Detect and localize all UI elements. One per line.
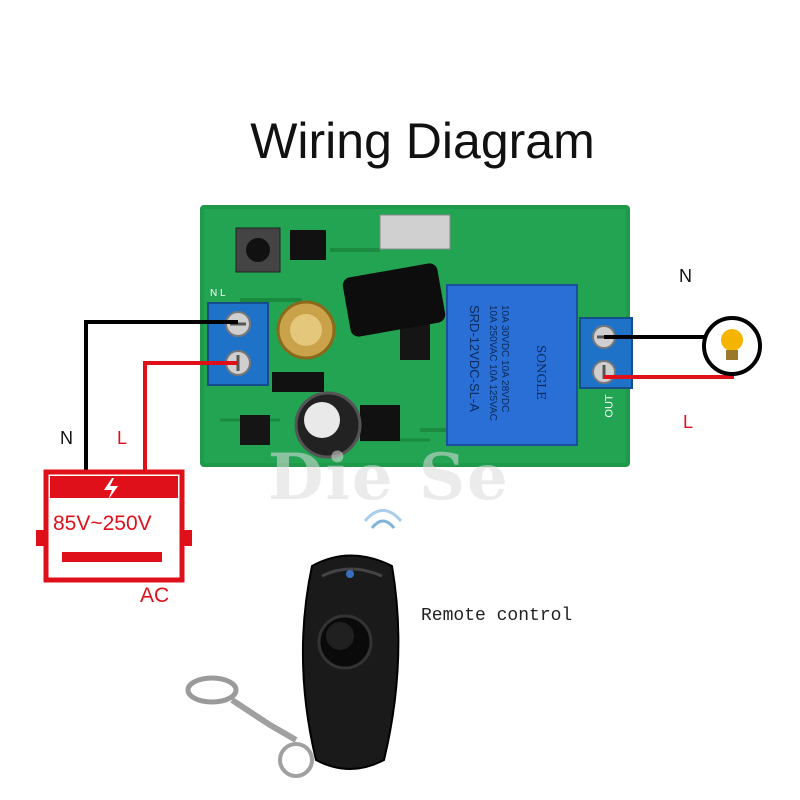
relay: SRD-12VDC-SL-A 10A 250VAC 10A 125VAC 10A… [446,284,578,446]
relay-rating-2: 10A 30VDC 10A 28VDC [499,305,510,412]
diode [272,372,324,392]
output-live-label: L [683,412,694,432]
voltage-label: 85V~250V [53,512,152,535]
output-neutral-label: N [679,266,692,286]
led-indicator [346,570,354,578]
remote-control-label: Remote control [421,606,573,626]
ic-chip-2 [360,405,400,441]
ac-label: AC [140,584,170,607]
input-neutral-wire [84,320,238,472]
lamp [702,316,762,376]
remote-control [185,509,403,778]
capacitor-bottom [294,391,362,459]
diagram-title: Wiring Diagram [250,113,595,169]
relay-model: SRD-12VDC-SL-A [467,305,482,412]
ic-chip-3 [240,415,270,445]
antenna-coil [342,214,451,337]
relay-brand: SONGLE [534,345,548,400]
push-button [235,227,281,273]
watermark: Die Se [268,440,510,515]
power-supply [36,469,192,583]
ic-chip-1 [290,230,326,260]
input-neutral-label: N [60,428,73,448]
capacitor-top [276,300,336,360]
relay-rating-1: 10A 250VAC 10A 125VAC [487,305,498,421]
signal-icon [370,519,396,529]
input-terminal-block [207,302,269,386]
lightning-icon [104,478,118,500]
input-live-label: L [117,428,128,448]
board-input-mark: N L [210,288,226,299]
input-live-wire [143,361,238,472]
board-output-mark: OUT [603,394,616,418]
